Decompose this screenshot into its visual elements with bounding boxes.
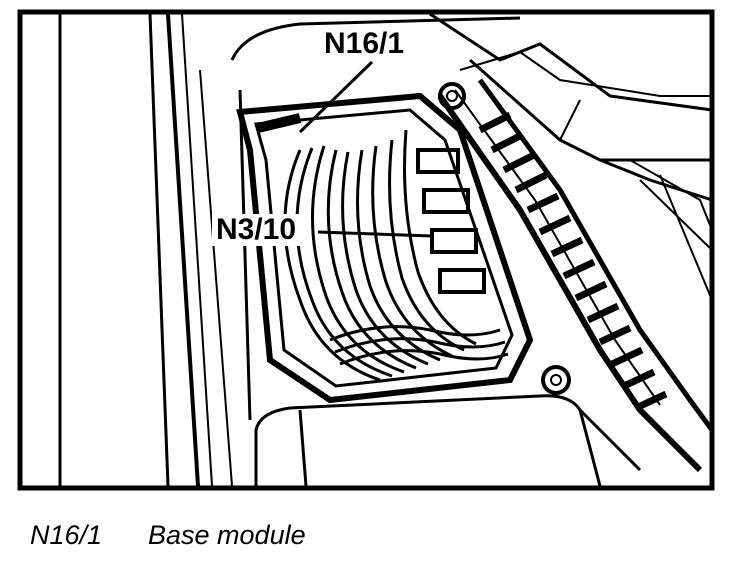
fasteners (438, 82, 571, 395)
lower-cover (254, 394, 642, 487)
figure-frame (17, 9, 715, 491)
component-location-illustration: N16/1 N3/10 (17, 9, 715, 491)
caption-description: Base module (148, 520, 306, 550)
leader-lines (298, 60, 433, 238)
figure-caption: N16/1 Base module (30, 520, 306, 560)
upper-right-structure (429, 12, 713, 301)
wiring-harness (283, 129, 509, 382)
ribbed-air-duct (437, 78, 715, 473)
callout-n3-10: N3/10 (212, 214, 301, 246)
callout-n16-1: N16/1 (320, 28, 409, 60)
engine-bay-drawing (17, 9, 715, 491)
left-body-panel (58, 13, 521, 487)
caption-code: N16/1 (30, 520, 103, 550)
